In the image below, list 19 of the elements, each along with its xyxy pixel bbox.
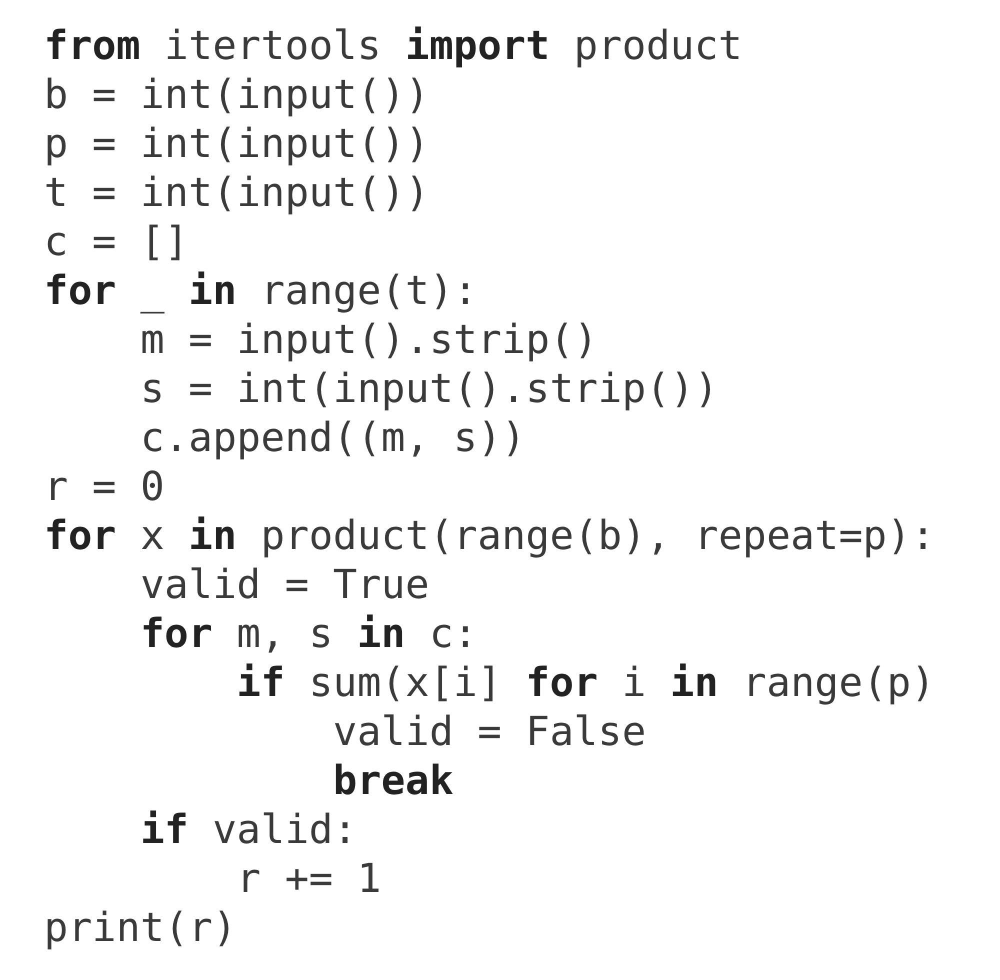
code-line: break	[332, 757, 454, 806]
code-line: if valid:	[139, 806, 358, 855]
code-line: r += 1	[236, 855, 382, 904]
code-line: m = input().strip()	[139, 316, 598, 365]
code-line: valid = True	[139, 561, 430, 610]
code-line: c = []	[44, 218, 188, 267]
code-line: valid = False	[332, 708, 646, 757]
code-line: for m, s in c:	[139, 610, 478, 659]
code-line: if sum(x[i] for i in range(p)	[236, 659, 936, 708]
code-line: b = int(input())	[44, 71, 430, 120]
code-line: r = 0	[44, 463, 164, 512]
code-line: t = int(input())	[44, 169, 430, 218]
code-line: c.append((m, s))	[139, 414, 526, 463]
code-line: for x in product(range(b), repeat=p):	[44, 512, 936, 561]
code-line: s = int(input().strip())	[139, 365, 718, 414]
code-line: p = int(input())	[44, 120, 430, 169]
code-line: from itertools import product	[44, 22, 742, 71]
code-line: for _ in range(t):	[44, 267, 478, 316]
code-line: print(r)	[44, 904, 237, 953]
